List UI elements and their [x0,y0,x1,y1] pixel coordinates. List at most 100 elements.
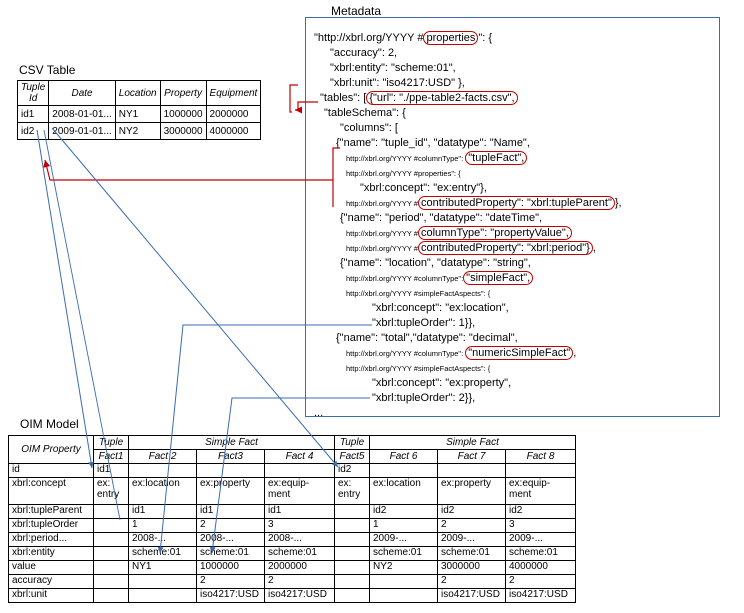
oim-value-cell [93,560,129,575]
oim-value-cell: 3 [264,518,335,533]
oim-value-cell [369,574,438,589]
oim-value-cell [93,518,129,533]
csv-header-cell: Location [114,80,161,106]
oim-value-cell: iso4217:USD [505,588,576,603]
oim-value-cell: id1 [264,504,335,519]
metadata-text: "xbrl:concept": "ex:location", [372,302,509,314]
oim-property-cell: xbrl:unit [8,588,94,603]
oim-value-cell [334,504,370,519]
metadata-text: , [573,347,577,359]
oim-property-cell: xbrl:concept [8,477,94,505]
metadata-line: "xbrl:concept": "ex:property", [372,377,511,390]
metadata-text: http://xbrl.org/YYYY # [346,199,418,208]
metadata-text: http://xbrl.org/YYYY #columnType": [346,154,466,163]
metadata-text: {"url": "./ppe-table2-facts.csv", [366,91,518,105]
oim-value-cell: ex:location [369,477,438,505]
oim-value-cell: 1 [128,518,197,533]
csv-header-cell: Date [48,80,116,106]
metadata-text: "xbrl:tupleOrder": 2}}, [372,392,476,404]
oim-value-cell [196,463,265,478]
tuple-column-arrow [43,159,333,181]
url-to-csv-arrow [289,84,298,113]
metadata-line: {"name": "period", "datatype": "dateTime… [340,212,542,225]
oim-value-cell: iso4217:USD [264,588,335,603]
oim-value-cell: 2009-... [505,532,576,547]
oim-value-cell [334,518,370,533]
metadata-line: http://xbrl.org/YYYY #simpleFactAspects"… [346,362,490,375]
oim-property-cell: value [8,560,94,575]
oim-value-cell: 2000000 [264,560,335,575]
oim-value-cell [128,588,197,603]
oim-value-cell [93,504,129,519]
oim-row: xbrl:period...2008-...2008-...2008-...20… [8,532,576,547]
metadata-text: ": { [478,32,493,44]
oim-value-cell [128,574,197,589]
oim-value-cell [264,463,335,478]
oim-value-cell [93,546,129,561]
oim-value-cell: ex:equip-ment [505,477,576,505]
oim-value-cell [505,463,576,478]
metadata-text: {"name": "period", "datatype": "dateTime… [340,212,543,224]
oim-value-cell: ex:property [437,477,506,505]
metadata-text: "xbrl:tupleOrder": 1}}, [372,317,476,329]
metadata-line: {"name": "tuple_id", "datatype": "Name", [336,137,530,150]
metadata-text: , [592,242,596,254]
oim-value-cell [334,560,370,575]
csv-cell: 4000000 [205,122,262,140]
oim-group-header: OIM Property [8,435,94,464]
oim-property-cell: accuracy [8,574,94,589]
oim-value-cell: iso4217:USD [196,588,265,603]
csv-cell: 1000000 [159,105,207,123]
oim-value-cell: scheme:01 [264,546,335,561]
oim-value-cell [128,463,197,478]
metadata-text: "xbrl:concept": "ex:entry"}, [360,182,487,194]
oim-value-cell: scheme:01 [196,546,265,561]
metadata-line: {"name": "total","datatype": "decimal", [336,332,518,345]
metadata-text: "numericSimpleFact" [465,346,574,360]
oim-value-cell: scheme:01 [128,546,197,561]
oim-value-cell: iso4217:USD [437,588,506,603]
metadata-line: http://xbrl.org/YYYY #properties": { [346,167,461,180]
oim-value-cell [93,574,129,589]
oim-value-cell: id1 [128,504,197,519]
csv-cell: id1 [16,105,50,123]
oim-value-cell: scheme:01 [369,546,438,561]
metadata-line: "tables": [{"url": "./ppe-table2-facts.c… [320,91,518,105]
oim-fact-header: Fact3 [196,449,265,464]
oim-value-cell: scheme:01 [505,546,576,561]
metadata-line: http://xbrl.org/YYYY #contributedPropert… [346,196,622,210]
metadata-text: {"name": "location", "datatype": "string… [340,257,531,269]
metadata-text: http://xbrl.org/YYYY # [346,244,418,253]
metadata-text: {"name": "total","datatype": "decimal", [336,332,518,344]
oim-value-cell: 2009-... [437,532,506,547]
metadata-text: http://xbrl.org/YYYY #columnType": [346,349,466,358]
oim-value-cell: 2 [264,574,335,589]
oim-value-cell: ex:property [196,477,265,505]
oim-property-cell: xbrl:entity [8,546,94,561]
oim-value-cell [437,463,506,478]
oim-fact-header: Fact5 [334,449,370,464]
metadata-line: http://xbrl.org/YYYY #contributedPropert… [346,241,596,255]
oim-value-cell: 3000000 [437,560,506,575]
oim-fact-header: Fact1 [93,449,129,464]
oim-value-cell: 1000000 [196,560,265,575]
csv-header-cell: Property [159,80,207,106]
oim-value-cell: id2 [437,504,506,519]
oim-group-header: Tuple [334,435,370,450]
oim-group-header: Tuple [93,435,129,450]
oim-property-cell: id [8,463,94,478]
metadata-text: http://xbrl.org/YYYY #properties": { [346,169,461,178]
csv-cell: 3000000 [159,122,207,140]
oim-value-cell [93,588,129,603]
metadata-line: "columns": [ [340,122,398,135]
oim-value-cell: 2008-... [128,532,197,547]
metadata-text: "columns": [ [340,122,398,134]
oim-value-cell: 2009-... [369,532,438,547]
metadata-line: {"name": "location", "datatype": "string… [340,257,531,270]
oim-value-cell [334,546,370,561]
metadata-line: http://xbrl.org/YYYY #columnType":"simpl… [346,271,534,285]
metadata-text: http://xbrl.org/YYYY # [346,229,418,238]
csv-header-cell: Equipment [205,80,262,106]
